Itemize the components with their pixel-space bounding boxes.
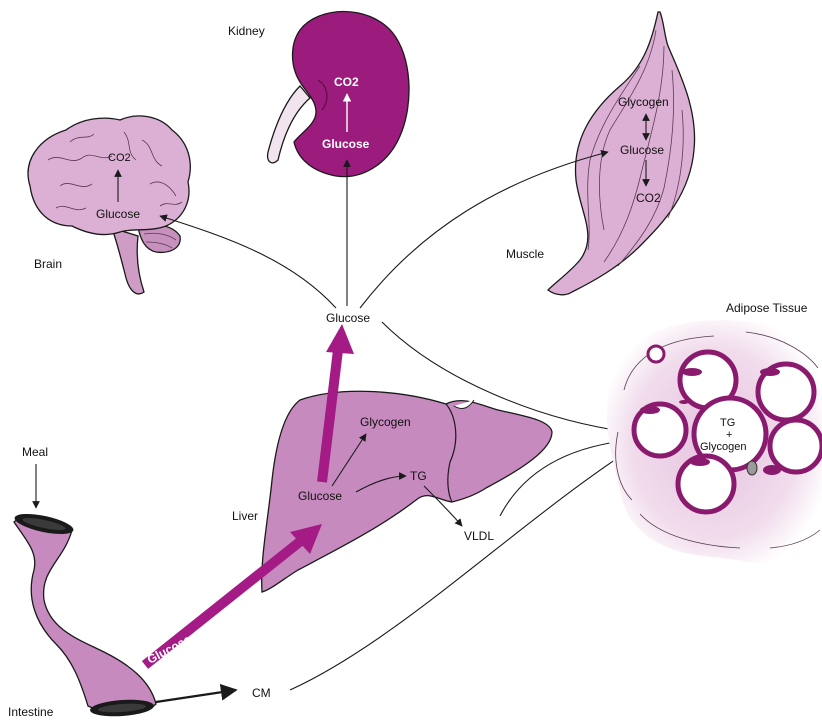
intestine-label: Intestine xyxy=(8,705,54,719)
intestine-organ xyxy=(13,510,156,718)
magenta-arrow-to-blood xyxy=(326,324,354,354)
liver-glycogen-label: Glycogen xyxy=(360,415,411,429)
central-glucose-label: Glucose xyxy=(326,311,370,325)
liver-glucose-label: Glucose xyxy=(298,489,342,503)
muscle-co2-label: CO2 xyxy=(636,191,661,205)
adipose-label: Adipose Tissue xyxy=(726,301,808,315)
flow-intestine-to-cm xyxy=(156,690,236,702)
muscle-glucose-label: Glucose xyxy=(620,143,664,157)
brain-label: Brain xyxy=(34,257,62,271)
cm-label: CM xyxy=(252,686,271,700)
kidney-glucose-label: Glucose xyxy=(322,137,370,151)
adipose-tissue: TG + Glycogen xyxy=(607,320,822,567)
kidney-organ: CO2 Glucose xyxy=(268,12,409,177)
adipose-plus-label: + xyxy=(726,429,732,441)
liver-label: Liver xyxy=(232,509,258,523)
muscle-glycogen-label: Glycogen xyxy=(618,95,669,109)
liver-organ: Glycogen Glucose TG xyxy=(262,391,552,592)
kidney-co2-label: CO2 xyxy=(334,75,359,89)
adipose-tg-label: TG xyxy=(720,417,735,429)
liver-tg-label: TG xyxy=(410,469,427,483)
vldl-label: VLDL xyxy=(464,529,494,543)
adipose-glycogen-label: Glycogen xyxy=(700,441,746,453)
muscle-organ: Glycogen Glucose CO2 xyxy=(548,12,695,295)
kidney-label: Kidney xyxy=(228,24,265,38)
brain-glucose-label: Glucose xyxy=(96,207,140,221)
intestine-glucose-label: Glucose xyxy=(145,632,194,667)
muscle-label: Muscle xyxy=(506,247,544,261)
flow-glucose-to-brain xyxy=(160,216,336,308)
meal-label: Meal xyxy=(22,445,48,459)
brain-co2-label: CO2 xyxy=(108,152,131,164)
